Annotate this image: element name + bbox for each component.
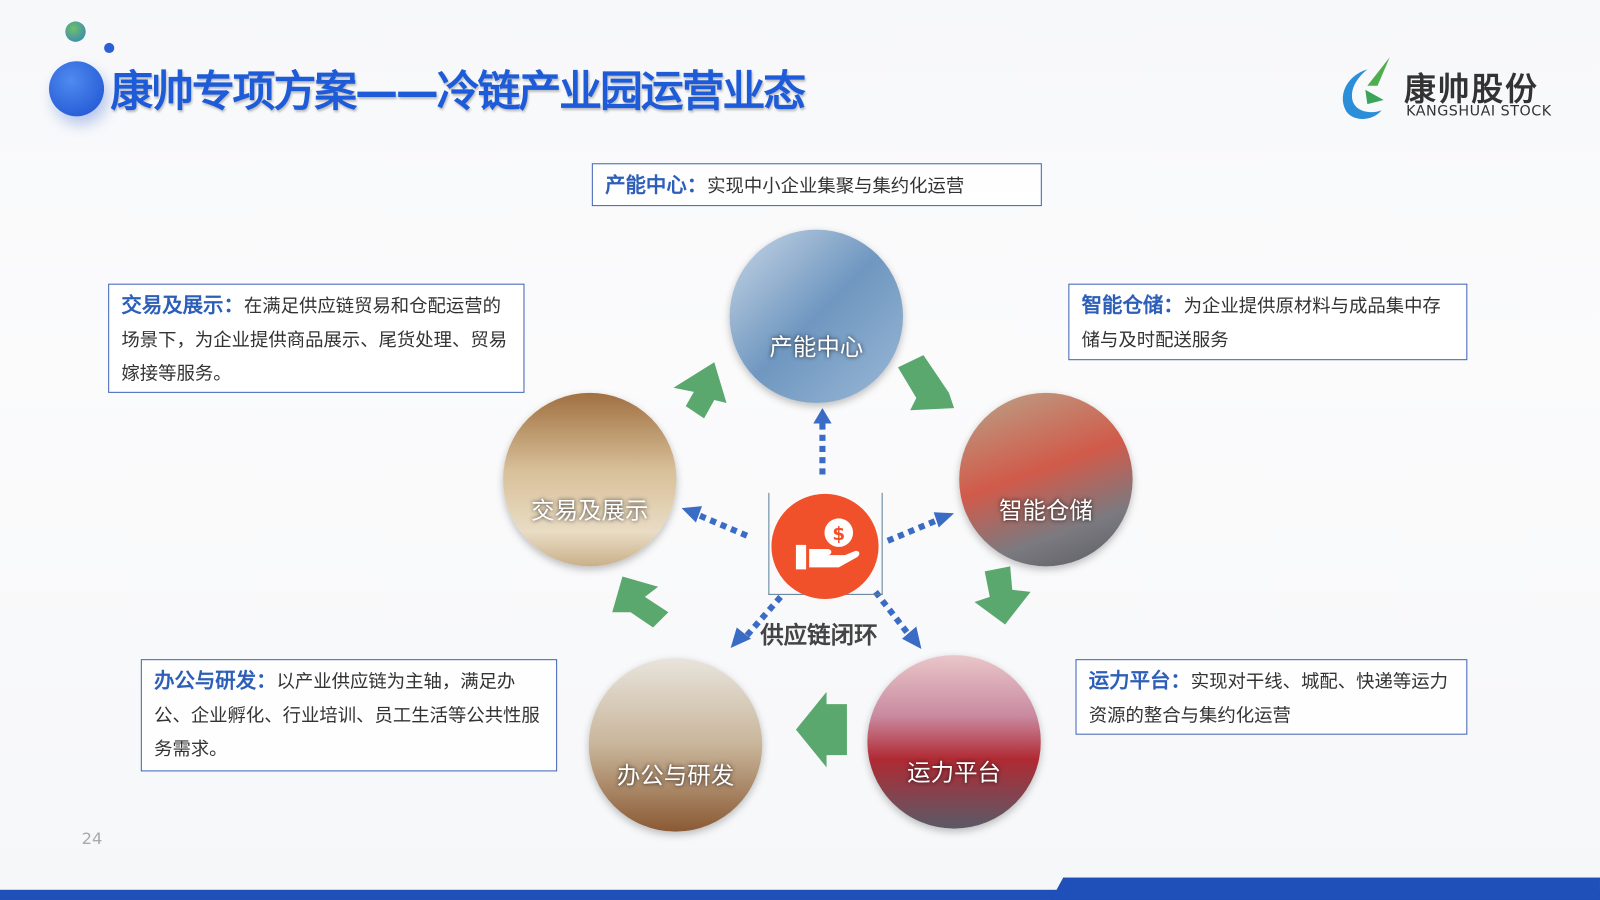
center-label: 供应链闭环 bbox=[760, 622, 878, 649]
desc-box-warehouse: 智能仓储：为企业提供原材料与成品集中存储与及时配送服务 bbox=[1068, 283, 1468, 361]
desc-text: 实现对干线、城配、快递等运力资源的整合与集约化运营 bbox=[1088, 671, 1448, 727]
desc-box-office: 办公与研发：以产业供应链为主轴，满足办公、企业孵化、行业培训、员工生活等公共性服… bbox=[140, 659, 558, 772]
page-number: 24 bbox=[81, 828, 103, 848]
desc-title: 交易及展示： bbox=[121, 292, 244, 318]
node-transport-platform: 运力平台 bbox=[867, 655, 1041, 829]
page-title: 康帅专项方案——冷链产业园运营业态 bbox=[110, 66, 806, 117]
green-arrow-icon bbox=[673, 362, 727, 419]
svg-text:$: $ bbox=[832, 524, 845, 545]
green-arrow-icon bbox=[974, 566, 1031, 625]
node-label: 智能仓储 bbox=[998, 497, 1093, 525]
node-label: 产能中心 bbox=[769, 334, 864, 362]
hand-money-icon: $ bbox=[795, 518, 860, 570]
footer-bar-accent bbox=[1051, 877, 1600, 900]
desc-text: 实现中小企业集聚与集约化运营 bbox=[707, 175, 965, 197]
footer-bar bbox=[0, 889, 1600, 900]
logo-name-en: KANGSHUAI STOCK bbox=[1406, 103, 1552, 120]
desc-box-transport: 运力平台：实现对干线、城配、快递等运力资源的整合与集约化运营 bbox=[1075, 659, 1468, 735]
node-label: 运力平台 bbox=[907, 760, 1002, 787]
desc-text: 以产业供应链为主轴，满足办公、企业孵化、行业培训、员工生活等公共性服务需求。 bbox=[154, 671, 540, 761]
node-label: 交易及展示 bbox=[531, 497, 649, 525]
decor-dot-green bbox=[65, 21, 86, 42]
node-capacity-center: 产能中心 bbox=[729, 229, 904, 404]
desc-title: 运力平台： bbox=[1088, 668, 1191, 693]
logo-icon bbox=[1342, 57, 1390, 119]
node-smart-warehouse: 智能仓储 bbox=[959, 392, 1133, 567]
desc-title: 产能中心： bbox=[605, 172, 708, 197]
green-arrow-icon bbox=[897, 355, 955, 411]
green-arrow-icon bbox=[795, 691, 847, 768]
decor-dot-small bbox=[104, 42, 115, 54]
node-trade-display: 交易及展示 bbox=[503, 392, 677, 567]
green-arrow-icon bbox=[612, 576, 669, 628]
desc-title: 智能仓储： bbox=[1081, 292, 1184, 318]
center-circle: $ bbox=[771, 493, 879, 599]
logo-name-cn: 康帅股份 bbox=[1404, 71, 1539, 109]
node-office-rd: 办公与研发 bbox=[588, 658, 763, 832]
desc-title: 办公与研发： bbox=[154, 668, 277, 693]
node-label: 办公与研发 bbox=[616, 763, 735, 790]
desc-box-trade: 交易及展示：在满足供应链贸易和仓配运营的场景下，为企业提供商品展示、尾货处理、贸… bbox=[108, 283, 525, 393]
decor-dot-large bbox=[48, 61, 105, 117]
desc-text: 在满足供应链贸易和仓配运营的场景下，为企业提供商品展示、尾货处理、贸易嫁接等服务… bbox=[121, 295, 508, 385]
desc-box-capacity: 产能中心：实现中小企业集聚与集约化运营 bbox=[591, 163, 1042, 207]
desc-text: 为企业提供原材料与成品集中存储与及时配送服务 bbox=[1081, 295, 1441, 352]
